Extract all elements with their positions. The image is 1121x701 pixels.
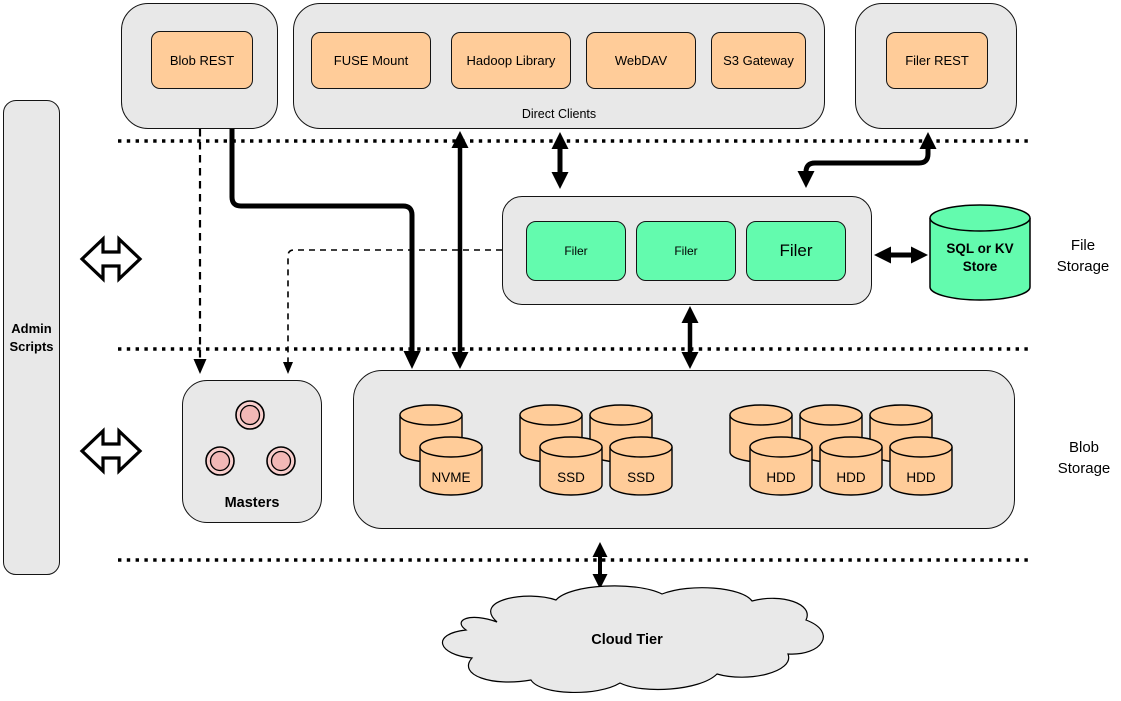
filer-cluster-group: Filer Filer Filer: [502, 196, 872, 305]
blob-storage-tier-label: Blob Storage: [1057, 439, 1111, 477]
arrow-clients-to-filer: [551, 132, 569, 189]
arrow-filerrest-to-filer: [797, 132, 937, 188]
webdav-node: WebDAV: [586, 32, 696, 89]
admin-scripts-label: Admin Scripts: [9, 320, 54, 354]
dashed-arrow-blobrest-to-masters: [193, 129, 207, 374]
blob-rest-label: Blob REST: [169, 52, 235, 68]
direct-clients-group: FUSE Mount Hadoop Library WebDAV S3 Gate…: [293, 3, 825, 129]
arrow-blobrest-to-blobstore: [229, 129, 421, 369]
blob-rest-group: Blob REST: [121, 3, 278, 129]
cloud-tier-shape: [442, 585, 824, 694]
arrow-clients-to-blobstore: [451, 131, 469, 369]
masters-group: Masters: [182, 380, 322, 523]
filer-node-3: Filer: [746, 221, 846, 281]
arrow-filer-to-kvstore: [874, 246, 928, 264]
arrow-blobstore-to-cloud: [592, 542, 608, 589]
hadoop-library-node: Hadoop Library: [451, 32, 571, 89]
fuse-mount-label: FUSE Mount: [333, 53, 409, 68]
filer-rest-label: Filer REST: [905, 53, 969, 68]
arrow-filer-to-blobstore: [681, 306, 699, 369]
blob-rest-node: Blob REST: [151, 31, 253, 89]
filer-rest-group: Filer REST: [855, 3, 1017, 129]
dashed-arrow-filer-to-masters: [283, 249, 502, 374]
cloud-tier-label: Cloud Tier: [591, 632, 663, 648]
webdav-label: WebDAV: [614, 53, 668, 68]
kvstore-label: SQL or KV Store: [946, 241, 1014, 274]
file-storage-tier-label: File Storage: [1056, 237, 1110, 275]
admin-file-storage-arrow: [79, 235, 143, 283]
admin-blob-storage-arrow: [79, 427, 143, 475]
filer-label-3: Filer: [779, 241, 813, 260]
s3-gateway-label: S3 Gateway: [723, 53, 794, 68]
masters-label: Masters: [224, 495, 280, 511]
kvstore-cylinder: [929, 204, 1031, 301]
hadoop-library-label: Hadoop Library: [466, 53, 556, 68]
filer-label-2: Filer: [674, 244, 698, 258]
admin-scripts-node: Admin Scripts: [3, 100, 60, 575]
direct-clients-caption: Direct Clients: [521, 107, 597, 121]
blob-store-group: [353, 370, 1015, 529]
filer-label-1: Filer: [564, 244, 588, 258]
filer-node-2: Filer: [636, 221, 736, 281]
s3-gateway-node: S3 Gateway: [711, 32, 806, 89]
filer-rest-node: Filer REST: [886, 32, 988, 89]
fuse-mount-node: FUSE Mount: [311, 32, 431, 89]
filer-node-1: Filer: [526, 221, 626, 281]
